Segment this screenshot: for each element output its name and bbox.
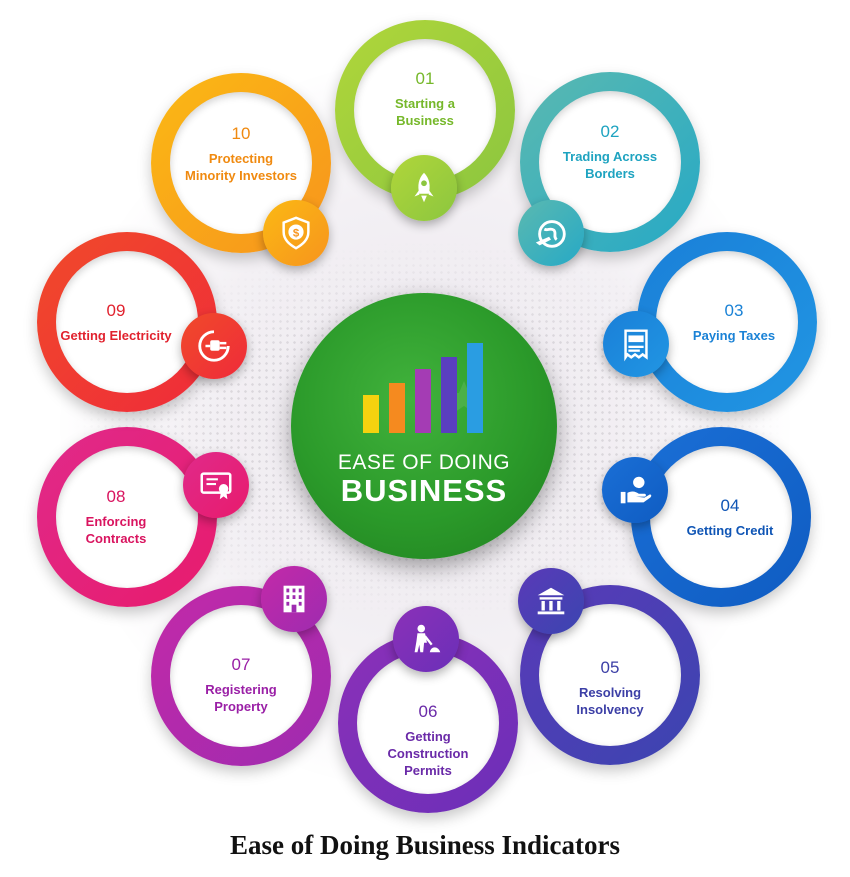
indicator-ring-paying-taxes: 03 Paying Taxes [637,232,817,412]
globe-plane-icon [535,220,566,248]
indicator-number: 10 [231,124,251,143]
indicator-number: 04 [720,495,740,515]
credit-hand-icon [620,476,652,504]
construction-worker-icon [414,624,441,653]
growth-bars-icon [363,343,483,433]
indicator-ring-enforcing-contracts: 08 Enforcing Contracts [37,427,217,607]
indicator-number: 05 [600,658,620,677]
indicator-ring-getting-credit: 04 Getting Credit [631,427,811,607]
construction-badge [393,606,459,672]
figure-caption: Ease of Doing Business Indicators [229,830,621,860]
growth-bar [467,343,483,433]
indicator-ring-resolving-insolvency: 05 Resolving Insolvency [520,585,700,765]
indicator-number: 06 [418,701,438,721]
indicator-label: Getting Electricity [60,327,172,343]
credit-badge [602,457,668,523]
building-badge [261,566,327,632]
indicator-ring-inner: 03 Paying Taxes [656,251,798,393]
certificate-badge [183,452,249,518]
indicator-number: 08 [106,487,126,506]
tax-receipt-icon [624,329,648,362]
indicator-ring-inner: 06 Getting Construction Permits [357,652,499,794]
indicator-label: Starting a Business [395,96,455,128]
indicator-label: Getting Construction Permits [387,728,469,778]
growth-bar [441,357,457,433]
svg-text:$: $ [293,227,300,239]
building-icon [283,585,305,613]
indicator-ring-inner: 09 Getting Electricity [56,251,198,393]
certificate-icon [200,472,232,500]
shield-badge: $ [263,200,329,266]
rocket-icon [414,172,434,203]
rocket-badge [391,155,457,221]
indicator-number: 02 [600,122,620,141]
globe-badge [518,200,584,266]
bank-badge [518,568,584,634]
indicator-label: Getting Credit [686,522,774,538]
indicator-number: 03 [724,300,744,320]
indicator-ring-trading-across-borders: 02 Trading Across Borders [520,72,700,252]
indicator-number: 09 [106,300,126,320]
indicator-ring-getting-construction-permits: 06 Getting Construction Permits [338,633,518,813]
shield-dollar-icon: $ [282,216,310,250]
indicator-label: Paying Taxes [692,327,776,343]
indicator-number: 07 [231,655,251,674]
center-title-line2: BUSINESS [340,473,508,508]
indicator-label: Trading Across Borders [562,149,658,181]
indicator-label: Resolving Insolvency [576,685,644,717]
center-badge: EASE OF DOING BUSINESS [291,293,557,559]
indicator-ring-inner: 08 Enforcing Contracts [56,446,198,588]
tax-badge [603,311,669,377]
bank-icon [537,587,565,615]
plug-badge [181,313,247,379]
indicator-ring-getting-electricity: 09 Getting Electricity [37,232,217,412]
indicator-ring-inner: 04 Getting Credit [650,446,792,588]
center-title-line1: EASE OF DOING [337,451,511,474]
indicator-label: Enforcing Contracts [85,514,147,546]
growth-bar [363,395,379,433]
growth-bar [389,383,405,433]
indicator-label: Protecting Minority Investors [185,151,297,183]
indicator-number: 01 [415,69,435,88]
plug-icon [198,330,230,362]
growth-bar [415,369,431,433]
indicator-ring-starting-a-business: 01 Starting a Business [335,20,515,200]
indicator-ring-protecting-minority-investors: 10 Protecting Minority Investors [151,73,331,253]
indicator-label: Registering Property [205,682,277,714]
